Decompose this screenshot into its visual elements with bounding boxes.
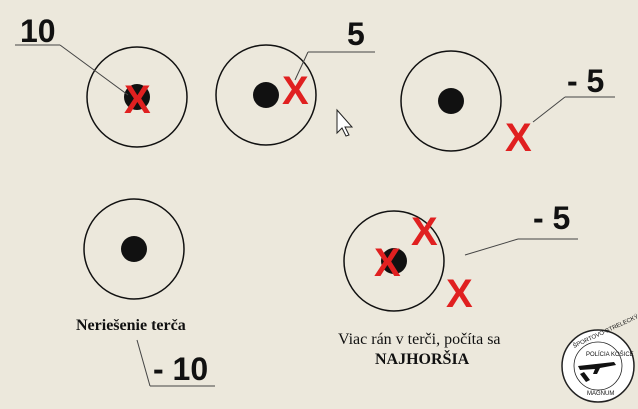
target-1-score: 10: [20, 13, 56, 49]
target-5-caption-line1: Viac rán v terči, počíta sa: [338, 331, 501, 348]
target-4-leader-pointer: [136, 339, 151, 387]
target-5-score: - 5: [533, 200, 570, 236]
target-5-caption-line2: NAJHORŠIA: [375, 349, 470, 368]
target-1-bullseye: [124, 84, 150, 110]
target-1: 10 X: [15, 13, 188, 148]
target-1-ring: [86, 46, 188, 148]
target-2-leader-pointer: [294, 51, 309, 81]
target-5-hit-mark-center: X: [374, 241, 401, 285]
target-5-hit-mark-miss: X: [446, 272, 473, 316]
target-5-ring: [343, 210, 445, 312]
target-5: - 5 X X X Viac rán v terči, počíta sa NA…: [338, 200, 578, 368]
target-2-ring: [215, 44, 317, 146]
target-3-ring: [400, 50, 502, 152]
club-logo-inner-ring: [573, 341, 623, 391]
target-4: Neriešenie terča - 10: [76, 198, 215, 387]
target-3: - 5 X: [400, 50, 615, 160]
target-3-bullseye: [438, 88, 464, 114]
target-5-leader-pointer: [464, 238, 519, 256]
target-4-score: - 10: [153, 351, 208, 387]
target-2-hit-mark: X: [282, 69, 309, 113]
target-5-hit-mark-ring: X: [411, 210, 438, 254]
target-1-hit-mark: X: [124, 78, 151, 122]
target-2: 5 X: [215, 16, 375, 146]
mouse-cursor-icon: [336, 108, 354, 137]
target-4-ring: [83, 198, 185, 300]
target-4-bullseye: [121, 236, 147, 262]
club-logo-mid-text: POLÍCIA KOŠICE: [586, 351, 634, 358]
target-3-leader-pointer: [532, 96, 566, 123]
target-1-leader-pointer: [59, 44, 129, 96]
target-5-bullseye: [381, 248, 407, 274]
target-2-score: 5: [347, 16, 365, 52]
rifle-icon: [578, 362, 616, 382]
target-3-score: - 5: [567, 63, 604, 99]
target-4-caption: Neriešenie terča: [76, 317, 186, 334]
target-3-hit-mark: X: [505, 116, 532, 160]
target-2-bullseye: [253, 82, 279, 108]
club-logo: ŠPORTOVO-STRELECKÝ KLUB POLÍCIA KOŠICE M…: [561, 306, 638, 403]
club-logo-bottom-text: MAGNUM: [587, 391, 614, 397]
